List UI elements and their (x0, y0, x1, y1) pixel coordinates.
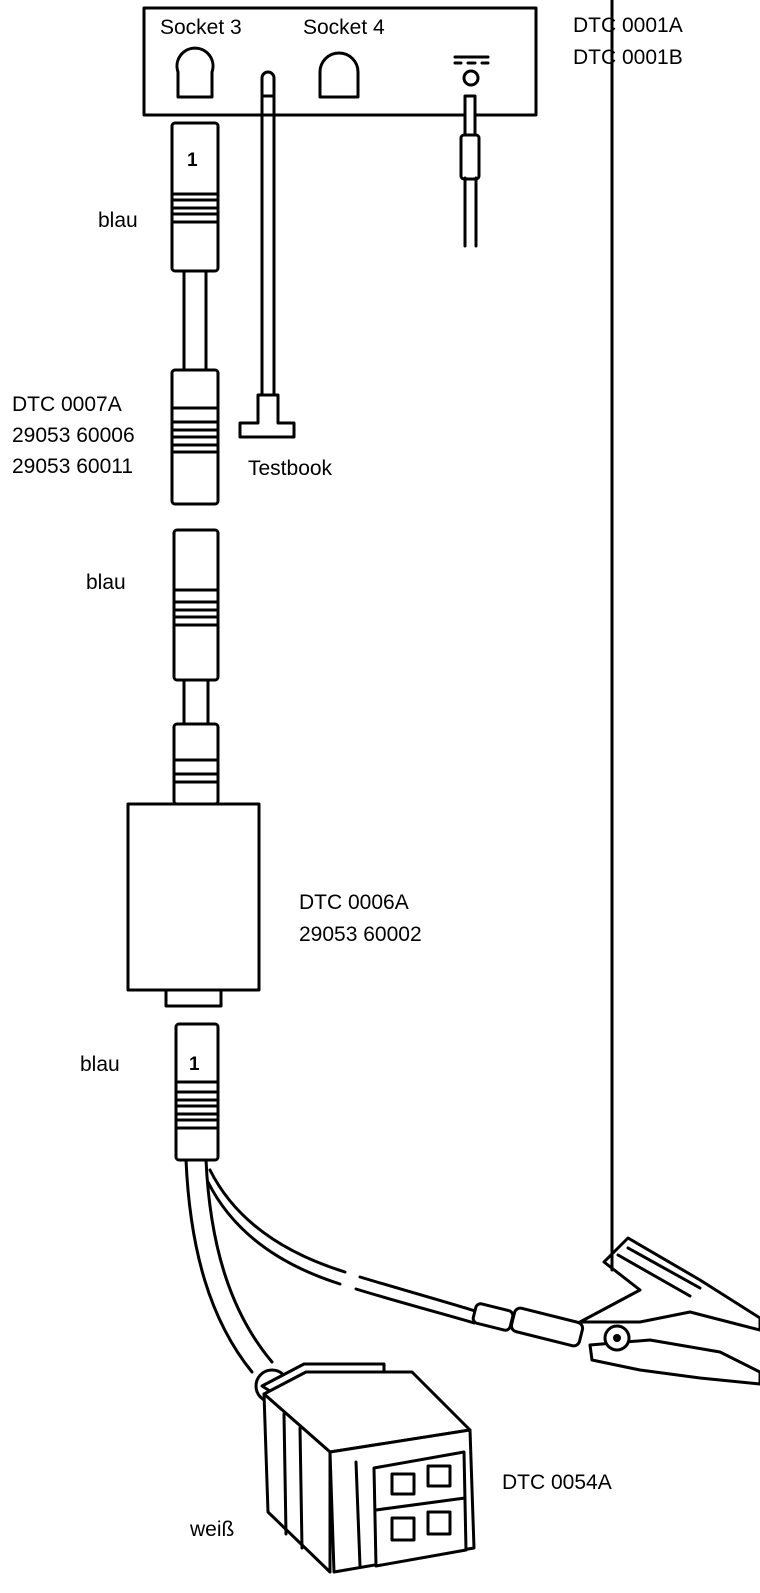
main-cable (184, 1158, 254, 1374)
pin-mark-upper: 1 (187, 150, 198, 171)
socket-3-icon (175, 46, 215, 99)
power-jack-plug (459, 94, 481, 248)
dc-power-icon (453, 55, 490, 87)
testbook-connector (238, 393, 296, 439)
interface-output-port (164, 988, 223, 1008)
dtc-0007a-label: DTC 0007A (12, 393, 122, 416)
testbook-label: Testbook (248, 457, 333, 480)
cable-dtc-0007a (170, 121, 220, 506)
clip-lead (206, 1168, 585, 1348)
dtc-0054a-label: DTC 0054A (502, 1471, 612, 1494)
testbook-cable (238, 70, 296, 439)
alligator-clip-icon (578, 0, 760, 1386)
weiss-label: weiß (190, 1518, 235, 1541)
blau-label-2: blau (86, 571, 126, 594)
dtc-0001a-label: DTC 0001A (573, 14, 683, 37)
blau-label-3: blau (80, 1053, 120, 1076)
cable-blue-upper (172, 528, 220, 806)
connector-dtc-0054a (254, 1362, 476, 1574)
socket-3-label: Socket 3 (160, 16, 242, 39)
part-29053-60002-label: 29053 60002 (299, 923, 422, 946)
interface-box (126, 802, 261, 992)
socket-4-icon (318, 51, 360, 99)
dtc-0006a-label: DTC 0006A (299, 891, 409, 914)
part-29053-60006-label: 29053 60006 (12, 424, 135, 447)
part-29053-60011-label: 29053 60011 (12, 455, 134, 478)
socket-4-label: Socket 4 (303, 16, 385, 39)
cable-blue-lower (174, 1022, 220, 1162)
dtc-0001b-label: DTC 0001B (573, 46, 683, 69)
pin-mark-lower: 1 (189, 1054, 200, 1075)
blau-label-1: blau (98, 209, 138, 232)
